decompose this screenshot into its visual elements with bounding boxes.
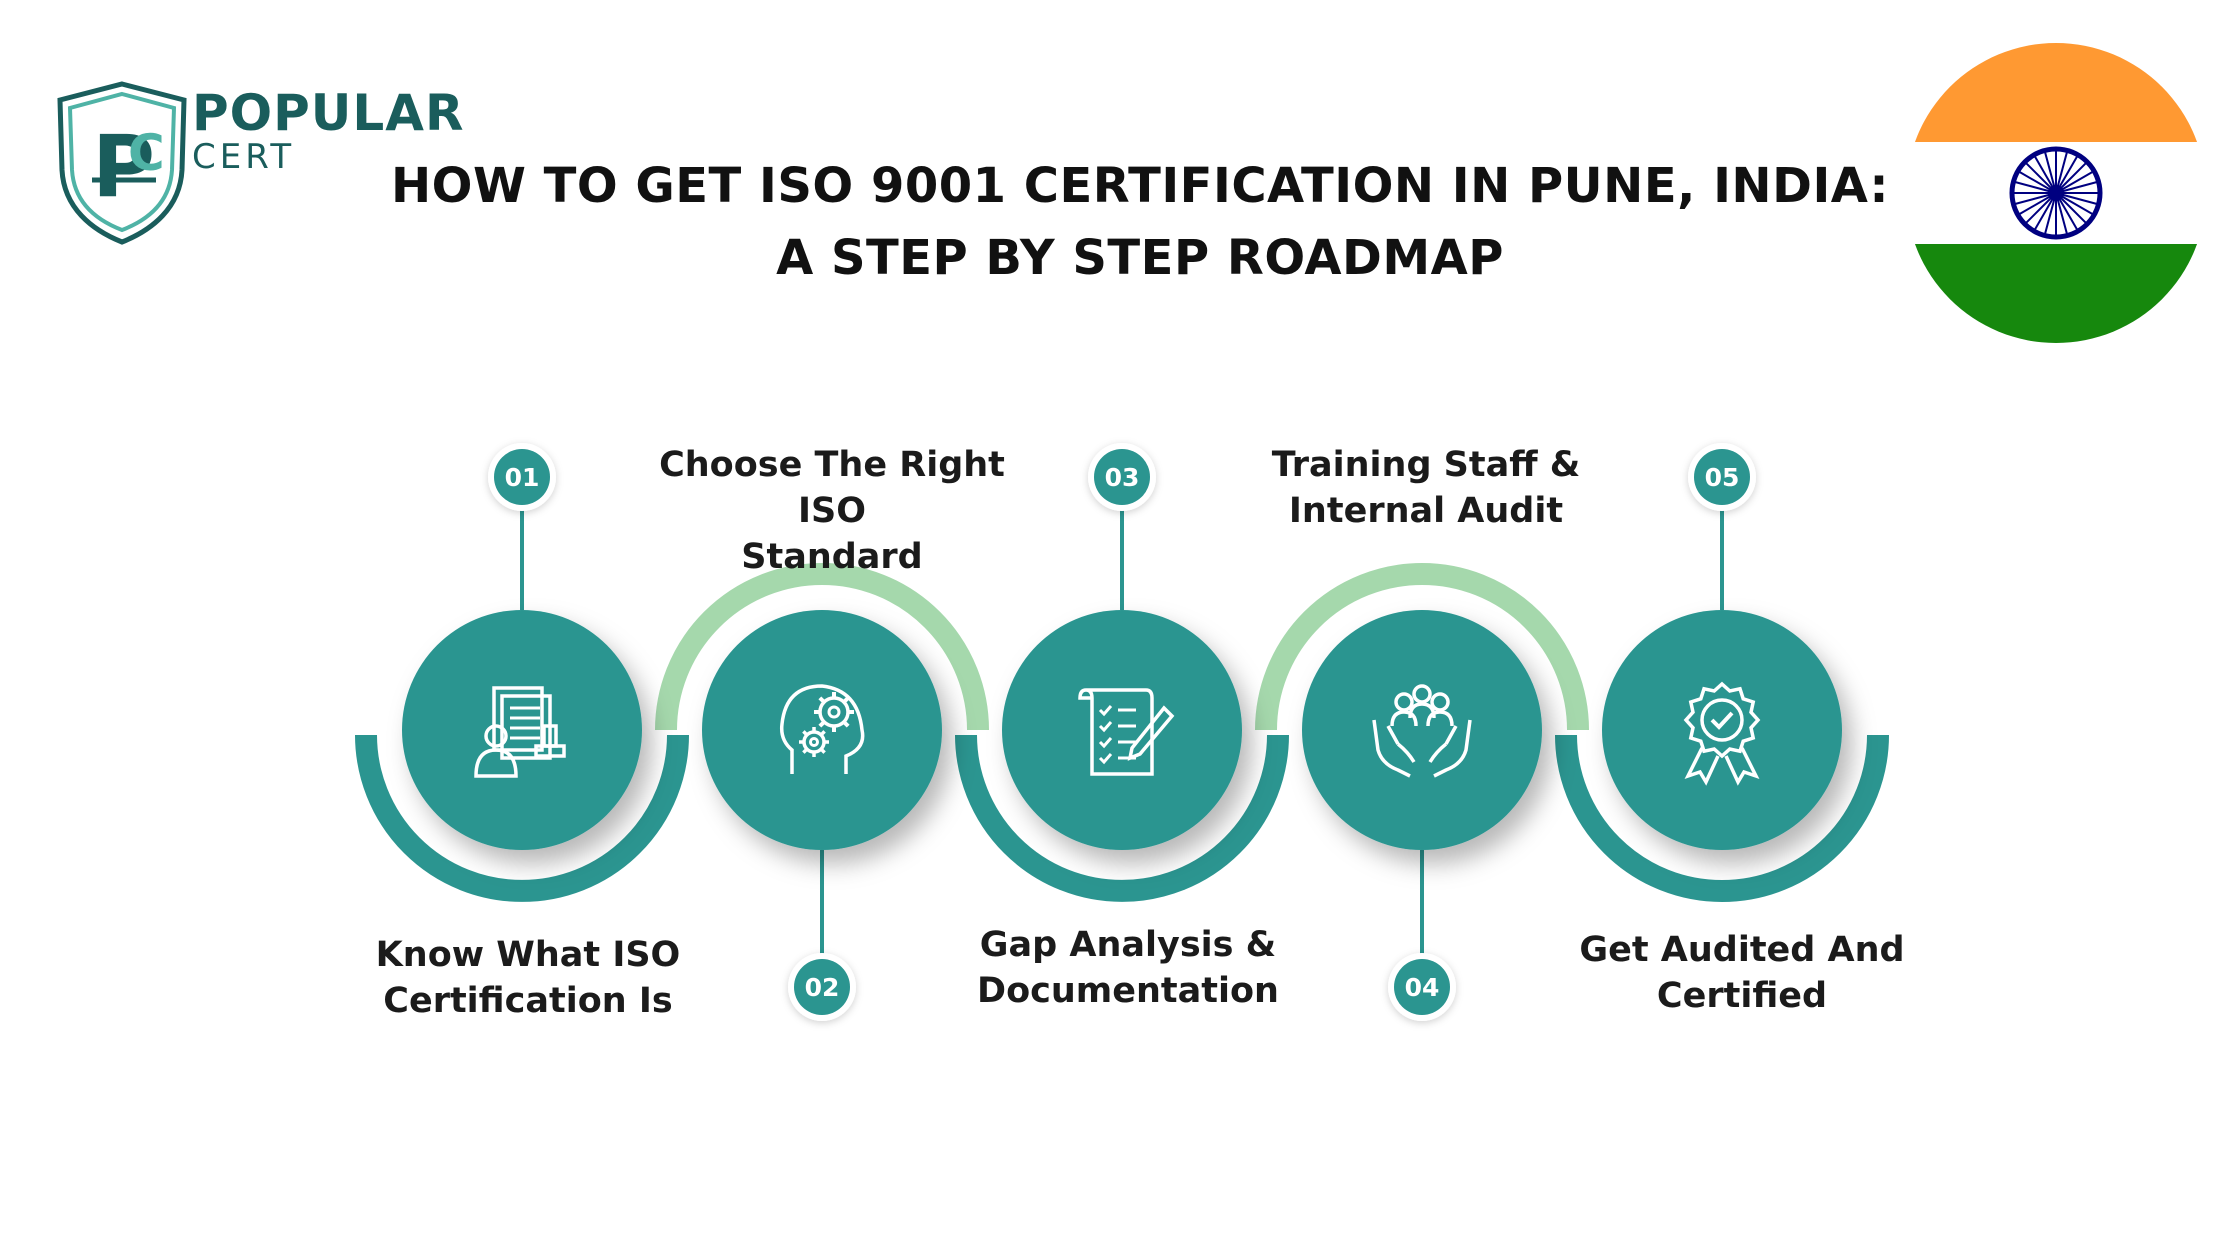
step-1-label-line2: Certification Is	[383, 981, 673, 1021]
svg-text:P: P	[92, 117, 155, 217]
arc-step-2	[655, 563, 989, 731]
step-1-node	[402, 610, 642, 850]
brand-name-line2: CERT	[192, 137, 296, 177]
step-5-label-line2: Certified	[1656, 976, 1828, 1016]
step-1-number: 01	[505, 463, 540, 492]
svg-text:C: C	[128, 124, 165, 182]
popular-cert-logo: P C POPULAR CERT	[52, 78, 463, 253]
step-5-number: 05	[1705, 463, 1740, 492]
step-2-node	[702, 610, 942, 850]
arc-step-1	[355, 734, 689, 902]
step-2-label-line2: Standard	[741, 537, 923, 577]
ashoka-chakra-icon	[2009, 146, 2103, 240]
step-2-label: Choose The Right ISO Standard	[622, 442, 1042, 580]
step-number-badges: 01 02 03 04 05	[488, 443, 1756, 1021]
step-3-number: 03	[1105, 463, 1140, 492]
arc-step-4	[1255, 563, 1589, 731]
step-2-number: 02	[805, 973, 840, 1002]
step-2-badge: 02	[788, 953, 856, 1021]
certificate-documents-icon	[474, 686, 566, 778]
step-3-label: Gap Analysis & Documentation	[918, 922, 1338, 1014]
shield-logo-icon: P C	[57, 81, 187, 245]
step-5-label-line1: Get Audited And	[1579, 930, 1905, 970]
step-1-label-line1: Know What ISO	[375, 935, 681, 975]
step-nodes	[402, 610, 1842, 850]
step-4-node	[1302, 610, 1542, 850]
step-3-node	[1002, 610, 1242, 850]
checklist-pen-icon	[1078, 688, 1175, 776]
step-4-circle	[1302, 610, 1542, 850]
step-3-label-line1: Gap Analysis &	[979, 925, 1277, 965]
brand-name-line1: POPULAR	[192, 84, 465, 142]
team-hands-icon	[1372, 684, 1472, 778]
step-3-label-line2: Documentation	[977, 971, 1279, 1011]
step-4-label-line1: Training Staff &	[1271, 445, 1581, 485]
step-3-circle	[1002, 610, 1242, 850]
arc-step-3	[955, 734, 1289, 902]
page-title: HOW TO GET ISO 9001 CERTIFICATION IN PUN…	[380, 150, 1900, 294]
step-5-node	[1602, 610, 1842, 850]
step-5-circle	[1602, 610, 1842, 850]
step-5-badge: 05	[1688, 443, 1756, 511]
brand-name: POPULAR CERT	[192, 88, 464, 174]
award-badge-icon	[1683, 681, 1761, 786]
title-line2: A STEP BY STEP ROADMAP	[776, 230, 1504, 286]
step-2-circle	[702, 610, 942, 850]
step-4-label: Training Staff & Internal Audit	[1216, 442, 1636, 534]
step-4-badge-circle	[1394, 959, 1450, 1015]
step-4-label-line2: Internal Audit	[1288, 491, 1564, 531]
arc-step-5	[1555, 734, 1889, 902]
step-3-badge-circle	[1094, 449, 1150, 505]
connecting-arcs	[355, 563, 1889, 902]
step-1-label: Know What ISO Certification Is	[318, 932, 738, 1024]
step-4-badge: 04	[1388, 953, 1456, 1021]
step-2-badge-circle	[794, 959, 850, 1015]
step-3-badge: 03	[1088, 443, 1156, 511]
step-1-circle	[402, 610, 642, 850]
step-1-badge: 01	[488, 443, 556, 511]
step-5-label: Get Audited And Certified	[1532, 927, 1952, 1019]
step-connectors	[520, 507, 1724, 957]
title-line1: HOW TO GET ISO 9001 CERTIFICATION IN PUN…	[390, 158, 1890, 214]
india-flag-icon	[1906, 43, 2206, 343]
step-1-badge-circle	[494, 449, 550, 505]
head-gears-icon	[779, 684, 865, 774]
step-5-badge-circle	[1694, 449, 1750, 505]
step-4-number: 04	[1405, 973, 1440, 1002]
step-2-label-line1: Choose The Right ISO	[659, 445, 1005, 531]
